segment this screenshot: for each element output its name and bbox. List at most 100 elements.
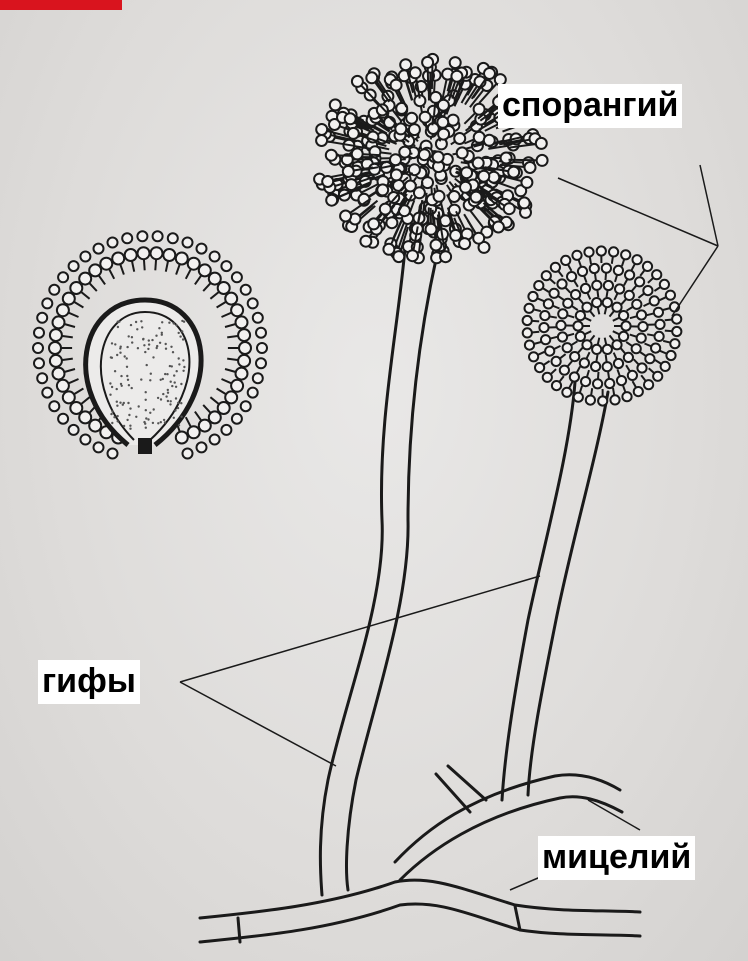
spore xyxy=(670,339,679,348)
spore xyxy=(552,381,561,390)
spore xyxy=(238,329,250,341)
cytoplasm-dot xyxy=(170,346,172,348)
spore xyxy=(377,184,388,195)
spore xyxy=(49,401,59,411)
spore xyxy=(484,68,495,79)
cytoplasm-dot xyxy=(146,364,148,366)
spore xyxy=(610,395,619,404)
spore xyxy=(666,351,675,360)
cytoplasm-dot xyxy=(173,374,175,376)
spore xyxy=(525,341,534,350)
spore xyxy=(49,342,61,354)
cytoplasm-dot xyxy=(156,345,158,347)
spore xyxy=(37,373,47,383)
cytoplasm-dot xyxy=(183,366,185,368)
spore xyxy=(614,266,623,275)
spore xyxy=(625,270,634,279)
spore xyxy=(614,359,623,368)
spore xyxy=(326,195,337,206)
spore xyxy=(590,264,599,273)
spore xyxy=(197,442,207,452)
cytoplasm-dot xyxy=(170,381,172,383)
cytoplasm-dot xyxy=(167,389,169,391)
spore xyxy=(637,334,646,343)
cytoplasm-dot xyxy=(116,415,118,417)
spore xyxy=(391,169,402,180)
spore xyxy=(386,217,397,228)
spore xyxy=(605,379,614,388)
cytoplasm-dot xyxy=(109,382,111,384)
spore xyxy=(632,344,641,353)
spore xyxy=(199,264,211,276)
cytoplasm-dot xyxy=(120,346,122,348)
spore xyxy=(188,258,200,270)
cytoplasm-dot xyxy=(171,385,173,387)
cytoplasm-dot xyxy=(121,385,123,387)
spore xyxy=(621,321,630,330)
cytoplasm-dot xyxy=(152,422,154,424)
spore xyxy=(459,238,470,249)
spore xyxy=(523,328,532,337)
spore xyxy=(581,377,590,386)
spore xyxy=(571,290,580,299)
spore xyxy=(582,340,591,349)
cytoplasm-dot xyxy=(182,359,184,361)
cytoplasm-dot xyxy=(135,321,137,323)
spore xyxy=(644,380,653,389)
spore xyxy=(454,133,465,144)
spore xyxy=(560,366,569,375)
cytoplasm-dot xyxy=(127,402,129,404)
cytoplasm-dot xyxy=(151,339,153,341)
short-stalk-right-edge xyxy=(528,392,608,795)
spore xyxy=(183,449,193,459)
spore xyxy=(643,286,652,295)
spore xyxy=(256,358,266,368)
spore xyxy=(551,263,560,272)
spore xyxy=(473,233,484,244)
cytoplasm-dot xyxy=(176,370,178,372)
cytoplasm-dot xyxy=(165,395,167,397)
spore xyxy=(457,147,468,158)
hyphae-leader xyxy=(180,576,540,766)
spore xyxy=(628,371,637,380)
spore xyxy=(326,150,337,161)
spore xyxy=(574,393,583,402)
cytoplasm-dot xyxy=(119,352,121,354)
spore xyxy=(390,154,401,165)
spore xyxy=(343,166,354,177)
sporangium-cross-section xyxy=(33,231,267,458)
cytoplasm-dot xyxy=(153,408,155,410)
spore xyxy=(368,218,379,229)
spore xyxy=(650,296,659,305)
spore xyxy=(420,112,431,123)
cytoplasm-dot xyxy=(160,379,162,381)
spore xyxy=(42,298,52,308)
spore xyxy=(593,379,602,388)
spore xyxy=(523,316,532,325)
spore xyxy=(80,435,90,445)
cytoplasm-dot xyxy=(172,351,174,353)
spore xyxy=(612,340,621,349)
spore xyxy=(609,247,618,256)
cytoplasm-dot xyxy=(143,344,145,346)
spore xyxy=(58,272,68,282)
cytoplasm-dot xyxy=(113,416,115,418)
spore xyxy=(231,304,243,316)
cytoplasm-dot xyxy=(149,379,151,381)
spore xyxy=(346,179,357,190)
spore xyxy=(248,298,258,308)
cytoplasm-dot xyxy=(130,324,132,326)
cytoplasm-dot xyxy=(110,413,112,415)
spore xyxy=(138,247,150,259)
spore xyxy=(236,316,248,328)
spore xyxy=(440,251,451,262)
spore xyxy=(400,59,411,70)
spore xyxy=(615,284,624,293)
cytoplasm-dot xyxy=(158,327,160,329)
cytoplasm-dot xyxy=(169,403,171,405)
cytoplasm-dot xyxy=(179,335,181,337)
spore xyxy=(438,129,449,140)
spore xyxy=(53,368,65,380)
cytoplasm-dot xyxy=(182,338,184,340)
spore xyxy=(209,273,221,285)
